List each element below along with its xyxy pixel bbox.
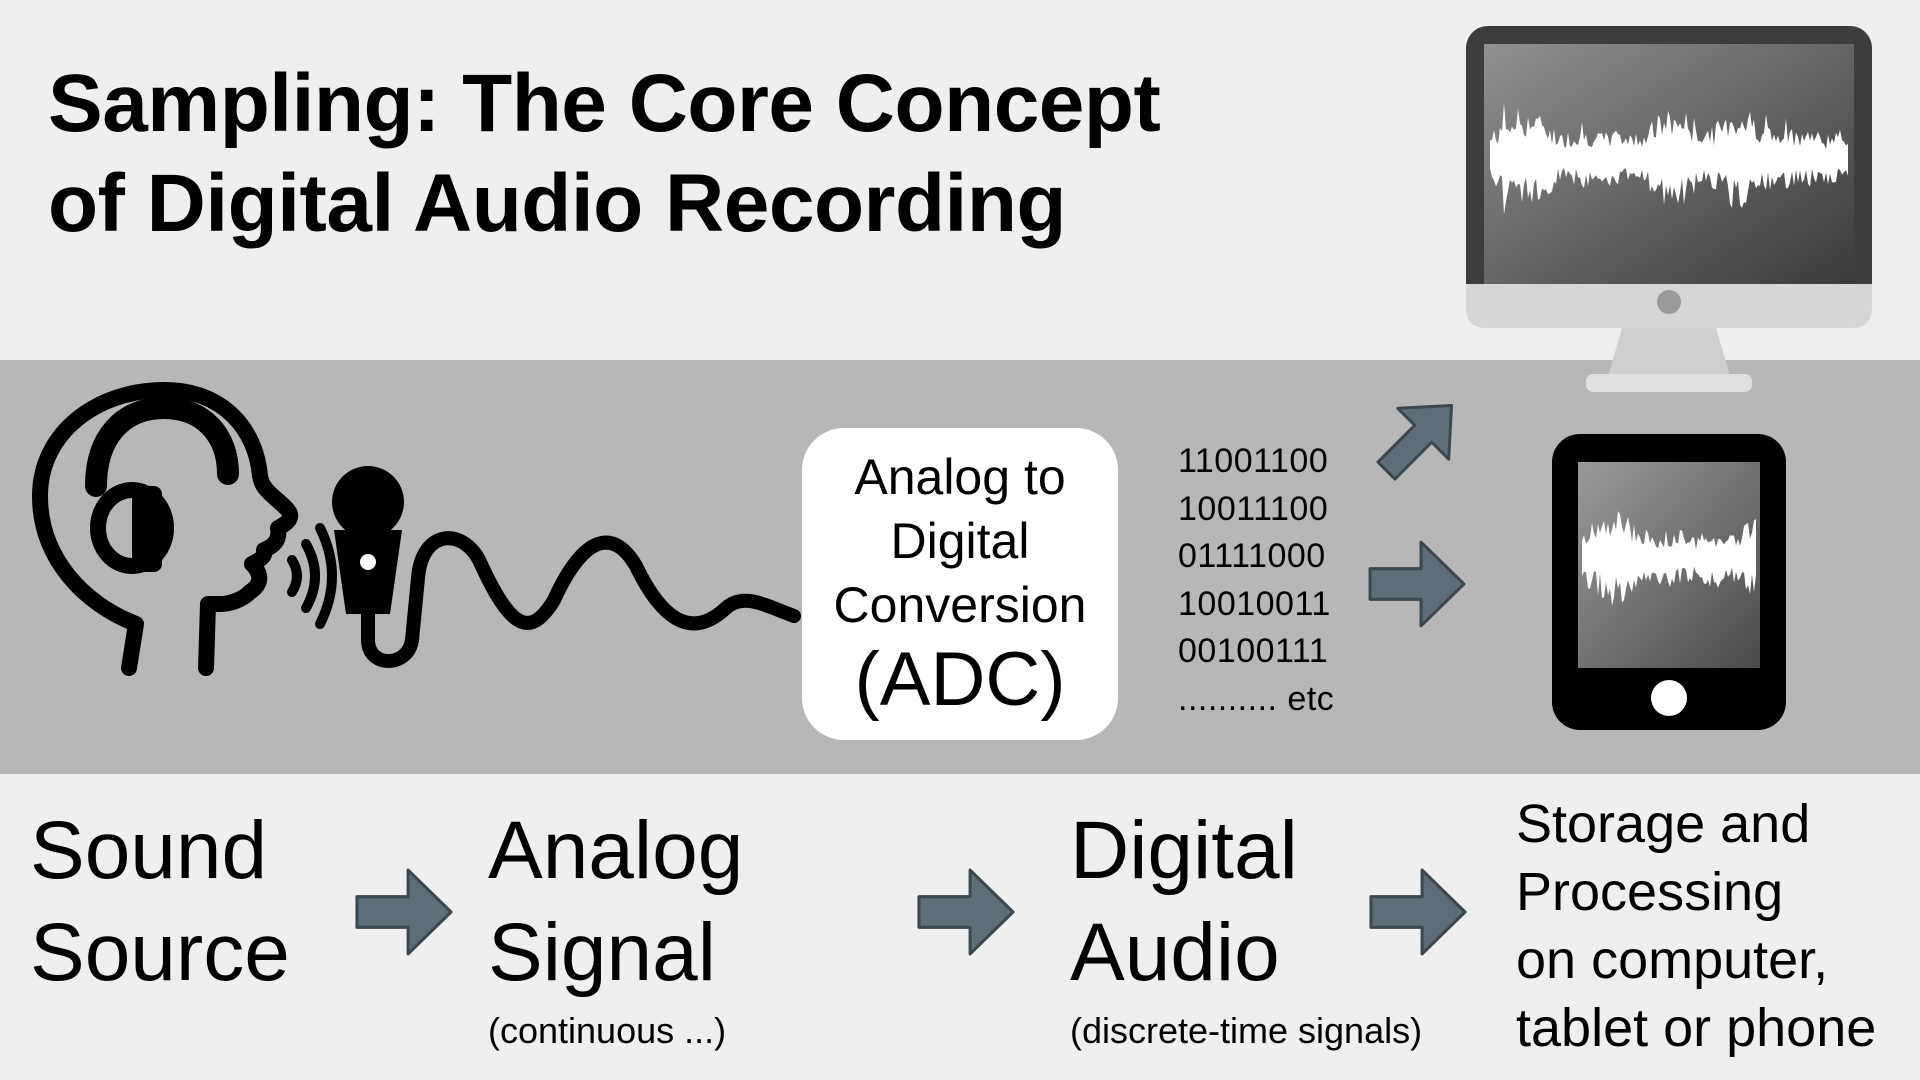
- arrow-icon-to-tablet: [1368, 540, 1466, 628]
- stage-storage: Storage and Processing on computer, tabl…: [1516, 790, 1876, 1062]
- arrow-icon-diagonal: [1376, 403, 1454, 481]
- arrow-icon-bottom-1: [355, 868, 453, 956]
- arrow-icon-bottom-2: [917, 868, 1015, 956]
- speaker-illustration: [32, 382, 801, 676]
- stage-label-line: Source: [30, 907, 290, 998]
- head-with-headphones-icon: [32, 382, 299, 676]
- adc-box: Analog to Digital Conversion (ADC): [802, 428, 1118, 740]
- stage-label-line: Analog: [488, 805, 744, 896]
- binary-line: 00100111: [1178, 632, 1329, 670]
- adc-line-2: Digital: [890, 513, 1030, 569]
- digital-audio-note: (discrete-time signals): [1070, 1010, 1423, 1051]
- storage-line: Processing: [1516, 862, 1784, 922]
- stage-label-line: Digital: [1070, 805, 1298, 896]
- binary-line: 10011100: [1178, 489, 1329, 528]
- stage-sound-source: Sound Source: [30, 800, 290, 1004]
- storage-line: tablet or phone: [1516, 998, 1877, 1058]
- tablet-icon: [1552, 434, 1786, 730]
- stage-label-line: Signal: [488, 907, 716, 998]
- binary-line: 10010011: [1178, 584, 1331, 623]
- storage-line: Storage and: [1516, 794, 1811, 854]
- stage-label-line: Audio: [1070, 907, 1280, 998]
- monitor-icon: [1466, 26, 1872, 392]
- cable-wave-icon: [361, 531, 801, 668]
- title-line-1: Sampling: The Core Concept: [48, 58, 1161, 149]
- adc-line-4: (ADC): [854, 637, 1066, 722]
- waveform-icon: [1582, 511, 1756, 606]
- adc-line-1: Analog to: [854, 449, 1066, 505]
- stage-analog-signal: Analog Signal: [488, 800, 743, 1004]
- adc-line-3: Conversion: [833, 577, 1087, 633]
- page-title: Sampling: The Core Concept of Digital Au…: [48, 54, 1161, 254]
- title-line-2: of Digital Audio Recording: [48, 158, 1067, 249]
- binary-line: 11001100: [1178, 442, 1329, 480]
- waveform-icon: [1490, 102, 1848, 215]
- arrow-icon-bottom-3: [1369, 868, 1467, 956]
- binary-stream: 11001100 10011100 01111000 10010011 0010…: [1178, 438, 1334, 723]
- stage-label-line: Sound: [30, 805, 268, 896]
- binary-line: .......... etc: [1178, 679, 1335, 718]
- sound-waves-icon: [287, 523, 337, 629]
- microphone-icon: [332, 466, 404, 614]
- analog-signal-note: (continuous ...): [488, 1010, 727, 1051]
- binary-line: 01111000: [1178, 537, 1326, 575]
- storage-line: on computer,: [1516, 930, 1829, 990]
- stage-digital-audio: Digital Audio: [1070, 800, 1298, 1004]
